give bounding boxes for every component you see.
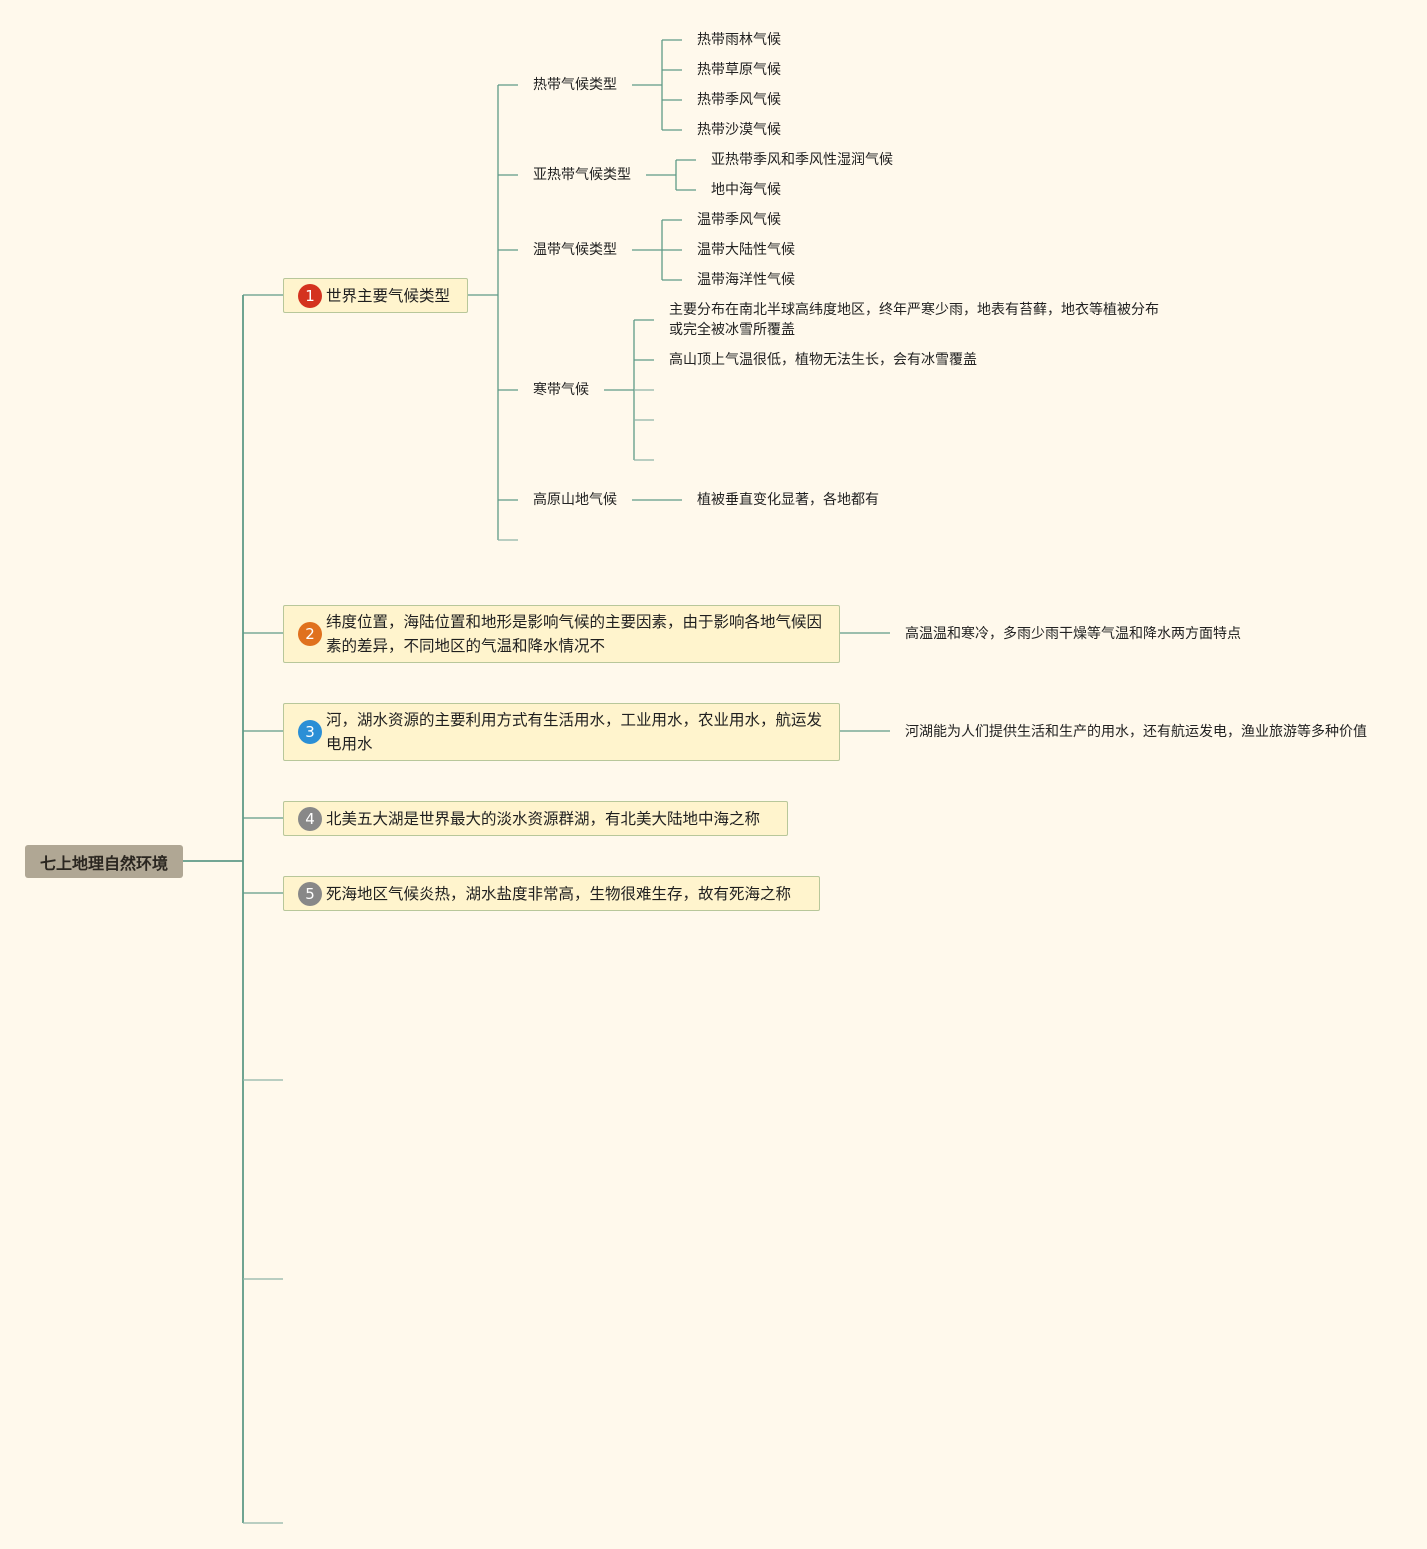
subtopic-frigid[interactable]: 寒带气候: [533, 382, 589, 398]
leaf-temperate-continental[interactable]: 温带大陆性气候: [697, 242, 795, 258]
root-label: 七上地理自然环境: [39, 853, 168, 873]
priority-4-icon: 4: [298, 806, 322, 831]
leaf-temperate-oceanic[interactable]: 温带海洋性气候: [697, 272, 795, 288]
leaf-tropical-savanna[interactable]: 热带草原气候: [697, 62, 781, 78]
leaf-tropical-rainforest[interactable]: 热带雨林气候: [697, 32, 781, 48]
topic-label: 北美五大湖是世界最大的淡水资源群湖，有北美大陆地中海之称: [326, 809, 761, 828]
note-climate-features[interactable]: 高温温和寒冷，多雨少雨干燥等气温和降水两方面特点: [905, 626, 1241, 642]
topic-climate-factors[interactable]: 2 纬度位置，海陆位置和地形是影响气候的主要因素，由于影响各地气候因素的差异，不…: [283, 605, 840, 663]
topic-label: 死海地区气候炎热，湖水盐度非常高，生物很难生存，故有死海之称: [326, 884, 792, 903]
leaf-highland-vegetation[interactable]: 植被垂直变化显著，各地都有: [697, 492, 879, 508]
leaf-tropical-monsoon[interactable]: 热带季风气候: [697, 92, 781, 108]
root-node[interactable]: 七上地理自然环境: [25, 845, 183, 878]
note-water-value[interactable]: 河湖能为人们提供生活和生产的用水，还有航运发电，渔业旅游等多种价值: [905, 724, 1367, 740]
topic-label: 河，湖水资源的主要利用方式有生活用水，工业用水，农业用水，航运发电用水: [326, 711, 823, 753]
topic-dead-sea[interactable]: 5 死海地区气候炎热，湖水盐度非常高，生物很难生存，故有死海之称: [283, 876, 820, 911]
topic-label: 世界主要气候类型: [326, 286, 451, 305]
leaf-subtropical-monsoon[interactable]: 亚热带季风和季风性湿润气候: [711, 152, 893, 168]
topic-climate-types[interactable]: 1 世界主要气候类型: [283, 278, 468, 313]
topic-great-lakes[interactable]: 4 北美五大湖是世界最大的淡水资源群湖，有北美大陆地中海之称: [283, 801, 788, 836]
topic-label: 纬度位置，海陆位置和地形是影响气候的主要因素，由于影响各地气候因素的差异，不同地…: [326, 613, 823, 655]
subtopic-highland[interactable]: 高原山地气候: [533, 492, 617, 508]
leaf-temperate-monsoon[interactable]: 温带季风气候: [697, 212, 781, 228]
subtopic-subtropical[interactable]: 亚热带气候类型: [533, 167, 631, 183]
subtopic-tropical[interactable]: 热带气候类型: [533, 77, 617, 93]
leaf-frigid-mountain[interactable]: 高山顶上气温很低，植物无法生长，会有冰雪覆盖: [669, 352, 977, 368]
priority-1-icon: 1: [298, 283, 322, 308]
leaf-mediterranean[interactable]: 地中海气候: [711, 182, 781, 198]
topic-water-use[interactable]: 3 河，湖水资源的主要利用方式有生活用水，工业用水，农业用水，航运发电用水: [283, 703, 840, 761]
priority-2-icon: 2: [298, 622, 322, 646]
priority-5-icon: 5: [298, 881, 322, 906]
priority-3-icon: 3: [298, 720, 322, 744]
leaf-tropical-desert[interactable]: 热带沙漠气候: [697, 122, 781, 138]
leaf-frigid-distribution[interactable]: 主要分布在南北半球高纬度地区，终年严寒少雨，地表有苔藓，地衣等植被分布或完全被冰…: [669, 302, 1159, 338]
subtopic-temperate[interactable]: 温带气候类型: [533, 242, 617, 258]
